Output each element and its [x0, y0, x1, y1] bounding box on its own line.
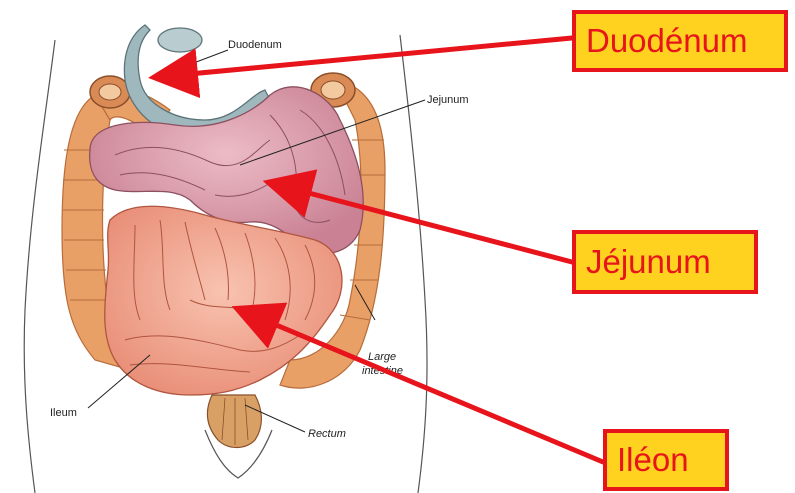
callout-jejunum-fr: Jéjunum [572, 230, 758, 294]
callout-ileum-fr: Iléon [603, 429, 729, 491]
label-ileum-en: Ileum [50, 407, 77, 419]
callout-duodenum-fr: Duodénum [572, 10, 788, 72]
label-large-intestine-en-1: Large [368, 351, 396, 363]
label-duodenum-en: Duodenum [228, 39, 282, 51]
rectum-shape [207, 395, 261, 448]
label-rectum-en: Rectum [308, 428, 346, 440]
label-jejunum-en: Jejunum [427, 94, 469, 106]
